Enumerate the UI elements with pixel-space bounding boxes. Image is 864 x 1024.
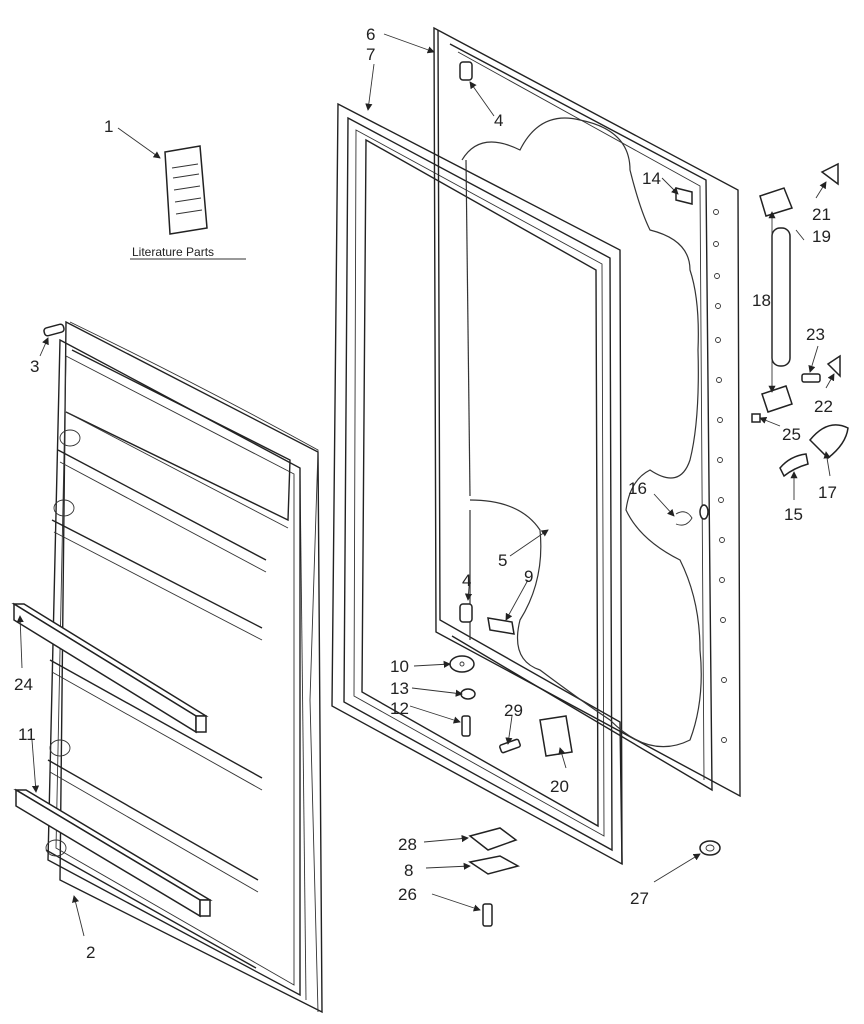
hinge-part-8 <box>468 855 520 875</box>
hinge-part-20 <box>539 715 573 757</box>
callout-13: 13 <box>390 679 409 698</box>
callout-8: 8 <box>404 861 413 880</box>
callout-4-top: 4 <box>494 111 503 130</box>
clip-part-14 <box>675 187 693 205</box>
door-wiring <box>461 117 702 748</box>
callout-29: 29 <box>504 701 523 720</box>
screw-part-29 <box>499 738 521 754</box>
screw-part-3 <box>43 323 65 337</box>
lock-part-17 <box>808 424 849 459</box>
callout-26: 26 <box>398 885 417 904</box>
inner-door-liner <box>45 320 323 1014</box>
cap-part-21 <box>820 162 839 186</box>
callout-20: 20 <box>550 777 569 796</box>
clip-part-25 <box>751 413 761 423</box>
callout-17: 17 <box>818 483 837 502</box>
callout-22: 22 <box>814 397 833 416</box>
bumper-bottom <box>459 603 473 623</box>
callout-19: 19 <box>812 227 831 246</box>
callout-14: 14 <box>642 169 661 188</box>
cap-part-22 <box>826 354 841 378</box>
callout-15: 15 <box>784 505 803 524</box>
door-gasket <box>331 102 623 866</box>
callout-24: 24 <box>14 675 33 694</box>
callout-10: 10 <box>390 657 409 676</box>
callout-12: 12 <box>390 699 409 718</box>
callout-7: 7 <box>366 45 375 64</box>
washer-part-27 <box>699 840 721 856</box>
bracket-part-9 <box>487 617 515 635</box>
spacer-part-13 <box>460 688 476 700</box>
handle-tube <box>771 227 791 367</box>
callout-25: 25 <box>782 425 801 444</box>
leader-lines <box>16 33 835 937</box>
hinge-cover-part-28 <box>468 827 518 851</box>
literature-caption: Literature Parts <box>132 245 214 259</box>
callout-18: 18 <box>752 291 771 310</box>
callout-6: 6 <box>366 25 375 44</box>
callout-28: 28 <box>398 835 417 854</box>
callout-1: 1 <box>104 117 113 136</box>
callout-27: 27 <box>630 889 649 908</box>
bumper-top <box>459 61 473 81</box>
literature-booklet <box>164 145 208 235</box>
clip-part-16 <box>675 504 709 526</box>
washer-part-10 <box>449 655 475 673</box>
callout-21: 21 <box>812 205 831 224</box>
key-part-15 <box>779 453 809 478</box>
handle-bracket-upper <box>759 187 793 217</box>
callout-3: 3 <box>30 357 39 376</box>
callout-4-bottom: 4 <box>462 571 471 590</box>
callout-2: 2 <box>86 943 95 962</box>
screw-part-23 <box>801 373 821 383</box>
callout-16: 16 <box>628 479 647 498</box>
screw-part-26 <box>482 903 493 927</box>
screw-part-12 <box>461 715 471 737</box>
callout-5: 5 <box>498 551 507 570</box>
handle-bracket-lower <box>761 385 793 413</box>
callout-23: 23 <box>806 325 825 344</box>
callout-9: 9 <box>524 567 533 586</box>
callout-11: 11 <box>18 725 36 744</box>
door-shelf-bar-lower <box>13 788 213 918</box>
door-shelf-bar-upper <box>11 602 209 734</box>
outer-door-panel <box>433 26 741 865</box>
